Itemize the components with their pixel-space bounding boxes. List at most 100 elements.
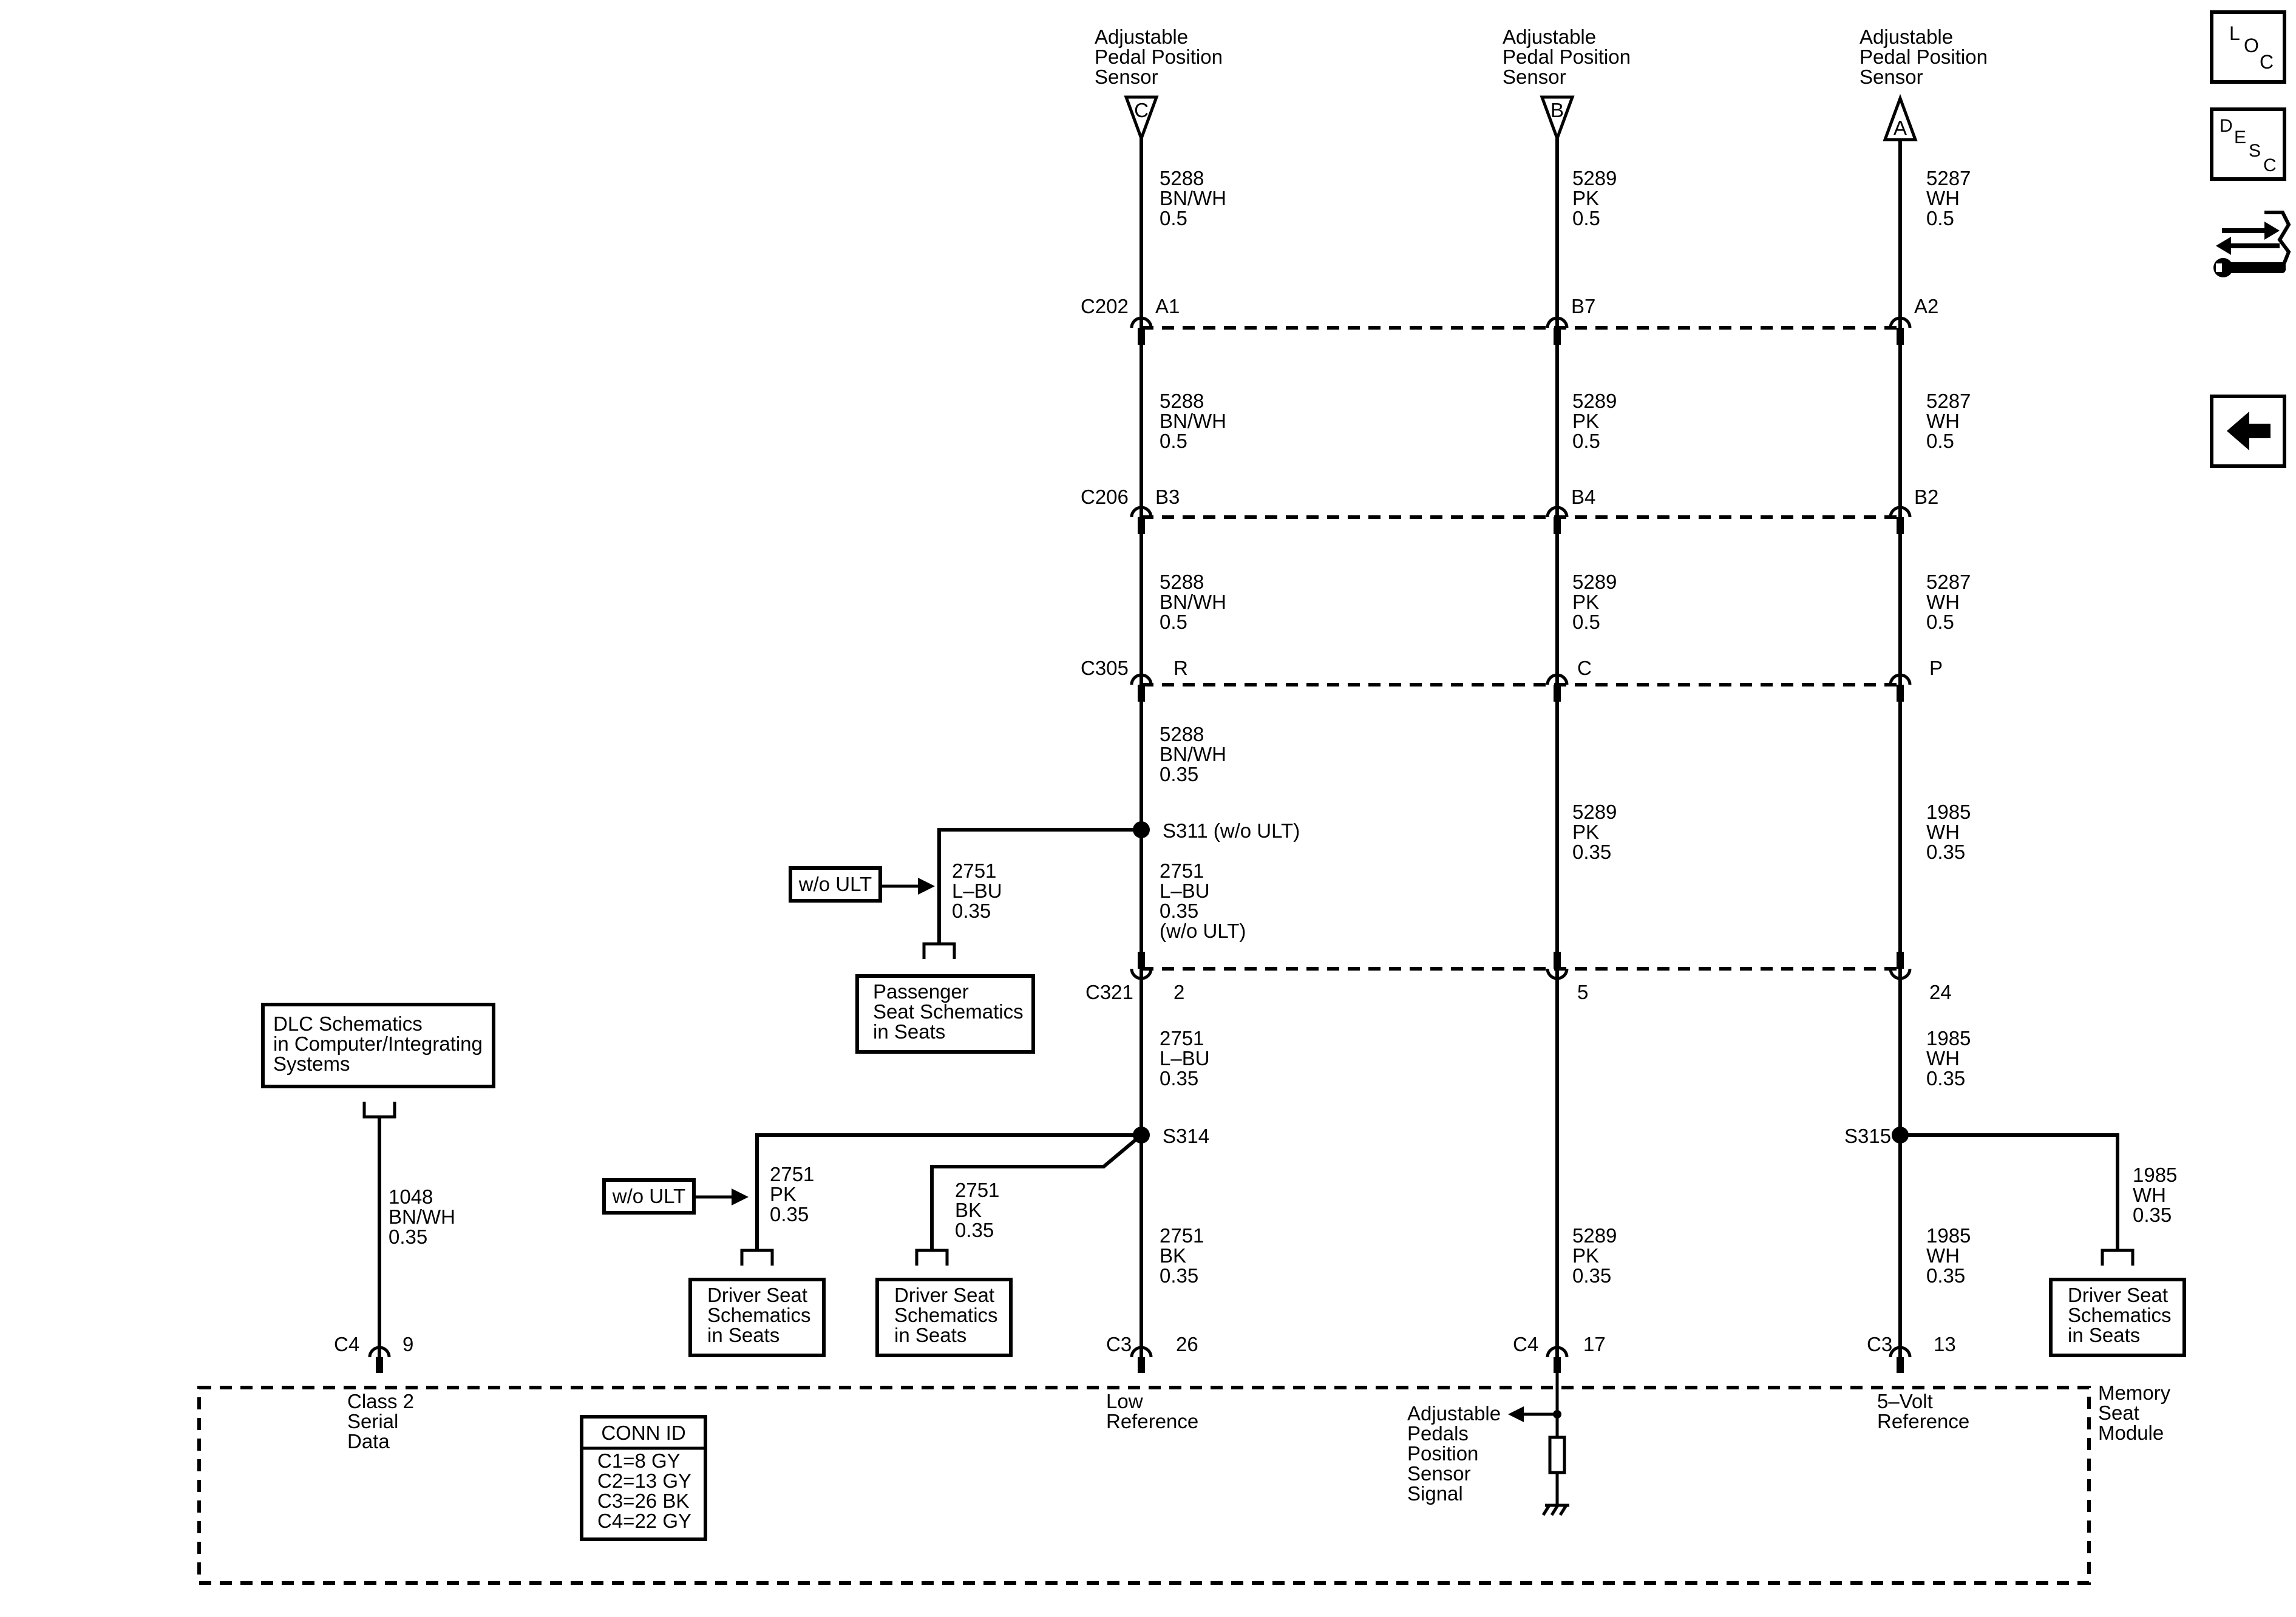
wire-circuit: 2751 [955, 1179, 999, 1201]
passenger-seat-schematics-link[interactable]: Passenger Seat Schematics in Seats [855, 974, 1035, 1054]
ref-box [2049, 1278, 2186, 1357]
ref-line: Seat Schematics [873, 1000, 1024, 1023]
loc-letter: L [2229, 22, 2240, 44]
desc-letter: S [2249, 141, 2261, 161]
connector-c206: C206 B3 B4 B2 [1081, 486, 1938, 519]
connector-c305-name: C305 [1081, 657, 1129, 679]
wire-gauge: 0.35 [1926, 841, 1965, 863]
wire-circuit: 5289 [1572, 801, 1617, 823]
pin-stub [1897, 952, 1904, 969]
dlc-schematics-link[interactable]: DLC Schematics in Computer/Integrating S… [261, 1003, 495, 1088]
pin-cap [1130, 673, 1153, 685]
pin-cap [1889, 673, 1912, 685]
option-label: w/o ULT [612, 1185, 685, 1207]
ref-box [261, 1003, 495, 1088]
wire-color: WH [1926, 1244, 1960, 1267]
wire-color: PK [1572, 187, 1599, 209]
connector-c206-pin-3: B2 [1914, 486, 1938, 508]
diagnostic-tools-icon[interactable] [2210, 200, 2291, 285]
module-pin-label: Reference [1106, 1410, 1198, 1432]
module-pin-label: Serial [347, 1410, 398, 1432]
conn-id-row: C4=22 GY [597, 1510, 691, 1532]
wire-circuit: 5289 [1572, 1224, 1617, 1247]
connector-c321-pin-3: 24 [1929, 981, 1952, 1003]
splice-s311: S311 (w/o ULT) 2751 L–BU 0.35 [922, 819, 1300, 959]
driver-seat-schematics-link-2[interactable]: Driver Seat Schematics in Seats [875, 1278, 1013, 1357]
pin-stub [1138, 517, 1145, 534]
module-pin-conn: C4 [334, 1333, 359, 1355]
module-pin-number: 9 [402, 1333, 413, 1355]
option-box [789, 866, 882, 903]
desc-button[interactable]: D E S C [2210, 107, 2286, 181]
sensor-c: Adjustable Pedal Position Sensor C [1095, 25, 1223, 143]
wrench-icon-jaw [2216, 263, 2222, 272]
wire-circuit: 5287 [1926, 390, 1971, 412]
module-pin-label: Adjustable [1407, 1402, 1501, 1425]
pin-cap [1546, 1346, 1569, 1358]
connector-c202: C202 A1 B7 A2 [1081, 295, 1938, 330]
connector-pin-symbols [1130, 316, 1912, 980]
desc-letter: D [2220, 116, 2233, 136]
module-pin-conn: C3 [1867, 1333, 1892, 1355]
resistor-symbol [1548, 1436, 1566, 1474]
sensor-b-pin: B [1550, 99, 1564, 121]
sensor-a-label-2: Pedal Position [1860, 46, 1988, 68]
wire-circuit: 5288 [1160, 167, 1204, 189]
module-pin-label: 5–Volt [1877, 1390, 1933, 1412]
pin-stub [1897, 685, 1904, 702]
wire-circuit: 1985 [1926, 1027, 1971, 1049]
module-pin-number: 13 [1934, 1333, 1956, 1355]
pin-cap [1546, 316, 1569, 328]
sensor-b-label-1: Adjustable [1503, 25, 1596, 48]
splice-s314: S314 2751 PK 0.35 2751 BK 0.35 [740, 1125, 1209, 1266]
pin-stub [1138, 328, 1145, 345]
pin-stub [1138, 685, 1145, 702]
conn-id-box [580, 1415, 707, 1541]
wire-color: BN/WH [389, 1205, 455, 1228]
wire-color: BN/WH [1160, 187, 1226, 209]
connector-c321-pin-2: 5 [1577, 981, 1588, 1003]
desc-letter: C [2263, 155, 2277, 175]
module-pin-label: Pedals [1407, 1422, 1469, 1445]
ref-box [688, 1278, 826, 1357]
loc-button[interactable]: L O C [2210, 10, 2286, 84]
driver-seat-schematics-link-1[interactable]: Driver Seat Schematics in Seats [688, 1278, 826, 1357]
pin-stub [1554, 517, 1561, 534]
wire-option: (w/o ULT) [1160, 920, 1246, 942]
ref-line: in Seats [707, 1324, 779, 1346]
driver-seat-schematics-link-3[interactable]: Driver Seat Schematics in Seats [2049, 1278, 2186, 1357]
module-pin-conn: C4 [1513, 1333, 1538, 1355]
splice-s315-label: S315 [1844, 1125, 1891, 1147]
wire-color: BN/WH [1160, 410, 1226, 432]
module-outline [197, 1386, 2091, 1585]
module-pin-label: Reference [1877, 1410, 1969, 1432]
desc-button-frame [2210, 107, 2286, 181]
sensor-b-label-3: Sensor [1503, 66, 1566, 88]
ref-connector-symbol [915, 1249, 949, 1266]
module-pin-label: Sensor [1407, 1462, 1471, 1485]
back-button[interactable] [2210, 395, 2286, 468]
connector-c206-name: C206 [1081, 486, 1129, 508]
conn-id-row: C1=8 GY [597, 1449, 681, 1472]
pin-cap [368, 1346, 391, 1358]
wire-gauge: 0.35 [2133, 1204, 2172, 1226]
wrench-icon-head [2213, 258, 2233, 277]
ref-line: in Seats [894, 1324, 966, 1346]
wire-color: WH [1926, 1047, 1960, 1070]
sensor-c-label-1: Adjustable [1095, 25, 1188, 48]
pin-cap [1546, 673, 1569, 685]
ref-box [875, 1278, 1013, 1357]
s315-branch-wire [1900, 1133, 2119, 1250]
wire-color: BN/WH [1160, 743, 1226, 765]
tools-icon-outline [2264, 211, 2291, 268]
wire-color: BN/WH [1160, 591, 1226, 613]
wrench-icon [2222, 262, 2286, 273]
wire-color: WH [1926, 591, 1960, 613]
module-pin-label: Low [1106, 1390, 1143, 1412]
ref-line: DLC Schematics [273, 1012, 423, 1035]
ref-line: Systems [273, 1053, 350, 1075]
ref-line: Driver Seat [2068, 1284, 2168, 1306]
ground-icon-tick [1541, 1504, 1551, 1516]
pin-stub [1897, 517, 1904, 534]
pin-cap [1130, 968, 1153, 980]
